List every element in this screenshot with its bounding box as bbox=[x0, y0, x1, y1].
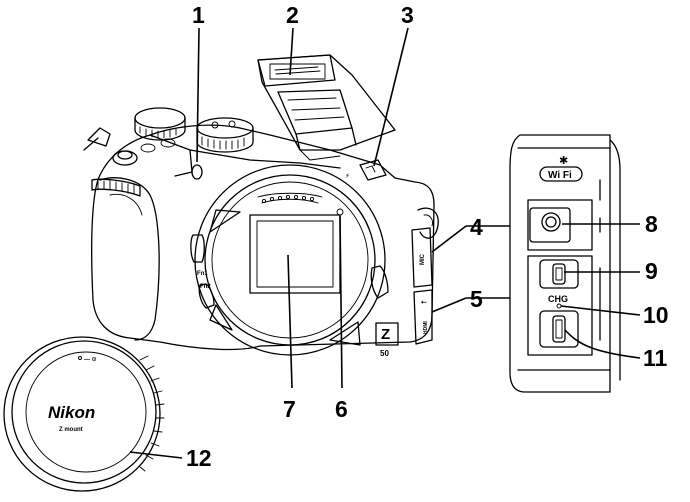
mic-label: MIC bbox=[420, 253, 426, 265]
mic-jack bbox=[541, 212, 561, 232]
body-cap: — ⊙ Nikon Z mount bbox=[3, 336, 165, 492]
hdmi-connector bbox=[552, 315, 566, 343]
wifi-label: Wi Fi bbox=[548, 170, 572, 181]
callout-7: 7 bbox=[283, 396, 296, 422]
callout-2: 2 bbox=[286, 2, 299, 28]
mount-index bbox=[336, 208, 344, 216]
side-panel-inset: ✱ Wi Fi CHG bbox=[509, 134, 621, 393]
lens-contacts bbox=[261, 194, 315, 204]
callout-12: 12 bbox=[186, 445, 212, 471]
model-z-mark: Z bbox=[381, 326, 390, 343]
callout-4: 4 bbox=[470, 214, 483, 240]
image-sensor bbox=[249, 214, 341, 294]
leader-lines bbox=[129, 27, 641, 459]
mode-dial bbox=[134, 107, 186, 141]
cap-brand: Nikon bbox=[48, 403, 95, 422]
callout-11: 11 bbox=[643, 345, 668, 371]
callout-9: 9 bbox=[645, 258, 658, 284]
connector-doors: MIC ⭠ HDMI bbox=[411, 227, 433, 345]
svg-text:⚡: ⚡ bbox=[345, 172, 350, 180]
fn1-label: Fn1 bbox=[197, 271, 208, 277]
chg-label: CHG bbox=[548, 294, 568, 304]
hdmi-label: HDMI bbox=[423, 321, 429, 334]
callout-3: 3 bbox=[401, 2, 414, 28]
callout-1: 1 bbox=[192, 2, 205, 28]
fn2-label: Fn2 bbox=[200, 284, 211, 290]
callout-5: 5 bbox=[470, 286, 483, 312]
camera-body: Fn1 Fn2 Z 50 MIC ⭠ HDMI ⚡ bbox=[83, 107, 439, 358]
model-number: 50 bbox=[380, 349, 389, 358]
svg-text:— ⊙: — ⊙ bbox=[84, 357, 97, 363]
command-dial bbox=[196, 117, 254, 153]
bluetooth-icon: ✱ bbox=[559, 155, 568, 167]
charge-lamp bbox=[556, 303, 562, 309]
sub-command-dial bbox=[91, 178, 141, 197]
usb-label: ⭠ bbox=[421, 299, 427, 306]
cap-mount-label: Z mount bbox=[59, 427, 83, 433]
callout-8: 8 bbox=[645, 211, 658, 237]
af-assist-lamp bbox=[191, 164, 203, 180]
callout-labels: 1 2 3 4 5 6 7 8 9 10 11 12 bbox=[186, 2, 669, 471]
callout-6: 6 bbox=[335, 396, 348, 422]
callout-10: 10 bbox=[643, 302, 669, 328]
built-in-flash bbox=[257, 54, 396, 161]
usb-connector bbox=[552, 263, 566, 285]
